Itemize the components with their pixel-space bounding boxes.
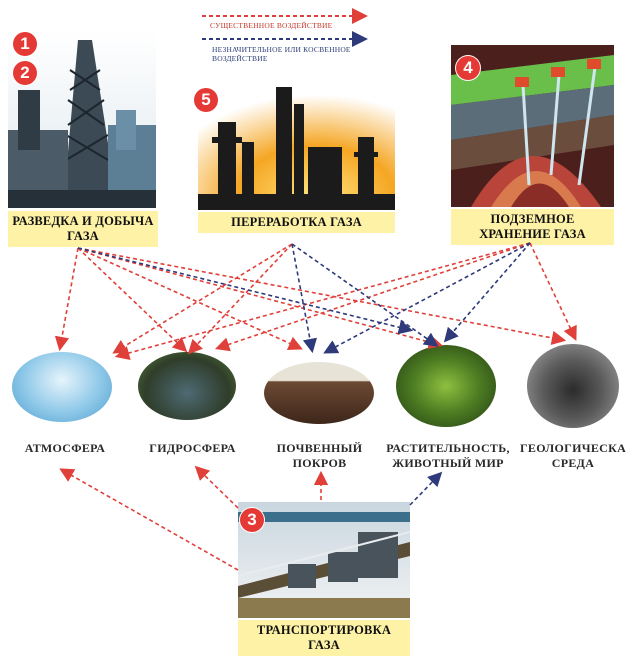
underground-storage-image [451,45,614,207]
arrow-processing-biota [291,243,439,347]
legend-significant-label: СУЩЕСТВЕННОЕ ВОЗДЕЙСТВИЕ [210,21,333,30]
storage-caption: ПОДЗЕМНОЕ ХРАНЕНИЕ ГАЗА [451,209,614,245]
hydrosphere-label: ГИДРОСФЕРА [149,441,236,455]
stage-4-badge: 4 [456,56,480,80]
soil-image [264,362,374,424]
arrow-transport-atmosphere [59,468,239,571]
arrow-exploration-geology [77,247,567,345]
processing-caption: ПЕРЕРАБОТКА ГАЗА [198,212,395,233]
hydrosphere-image [138,352,236,420]
drilling-rig-image [8,30,156,208]
geology-label: ГЕОЛОГИЧЕСКАЯ СРЕДА [520,441,626,470]
transport-caption: ТРАНСПОРТИРОВКА ГАЗА [238,620,410,656]
arrow-storage-soil [323,242,531,354]
stage-1-badge: 1 [13,32,37,56]
soil-label: ПОЧВЕННЫЙ ПОКРОВ [276,441,363,470]
exploration-caption: РАЗВЕДКА И ДОБЫЧА ГАЗА [8,211,158,247]
arrow-exploration-soil [77,247,303,350]
atmosphere-label: АТМОСФЕРА [24,441,106,455]
stage-2-badge: 2 [13,61,37,85]
arrow-exploration-hydrosphere [77,247,188,353]
vegetation-image [396,345,496,427]
arrow-storage-biota [443,242,531,343]
arrow-transport-hydrosphere [194,465,239,509]
geology-image [527,344,619,428]
stage-5-badge: 5 [194,88,218,112]
legend-arrows [202,8,368,47]
arrow-exploration-biota-minor [77,247,414,335]
arrow-exploration-atmosphere [54,247,79,352]
stage-3-badge: 3 [240,508,264,532]
processing-plant-image [198,82,395,210]
biota-label: РАСТИТЕЛЬНОСТЬ, ЖИВОТНЫЙ МИР [386,441,510,470]
arrow-processing-hydrosphere [187,243,293,355]
pipeline-image [238,502,410,618]
arrow-exploration-biota [77,247,444,350]
legend-minor-label: НЕЗНАЧИТЕЛЬНОЕ ИЛИ КОСВЕННОЕ ВОЗДЕЙСТВИЕ [212,45,351,63]
arrow-storage-atmosphere [114,242,531,360]
atmosphere-image [12,352,112,422]
arrow-transport-biota [409,471,443,506]
arrow-storage-geology [529,242,577,341]
arrow-processing-soil [291,243,317,354]
arrow-storage-hydrosphere [214,242,531,352]
